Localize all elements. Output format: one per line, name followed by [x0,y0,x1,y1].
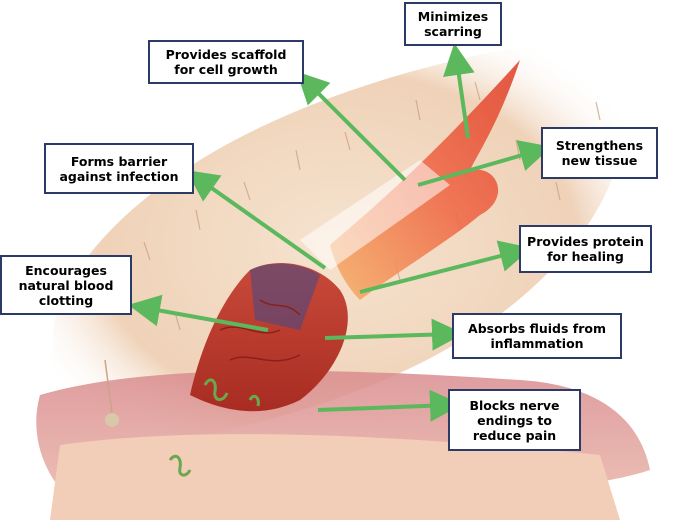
hair-follicle [105,413,119,427]
arrow-scaffold [296,71,407,182]
flesh-edge [250,263,320,330]
callout-minimizes-scarring: Minimizes scarring [404,2,502,46]
arrow-absorbs [324,318,464,351]
callout-absorbs: Absorbs fluids from inflammation [452,313,622,359]
arrow-clotting [128,294,269,332]
arrow-barrier [186,170,327,270]
callout-barrier: Forms barrier against infection [44,143,194,194]
nerve-fibers [168,378,260,477]
callout-scaffold: Provides scaffold for cell growth [148,40,304,84]
arrow-protein [359,240,532,294]
dermis-layer [50,434,620,520]
arrow-minimizes-scarring [443,43,475,139]
dressing-strip [300,160,450,270]
callout-nerve: Blocks nerve endings to reduce pain [448,389,581,451]
arrow-nerve [317,389,462,422]
blood-vessels [219,299,301,362]
connector-arrows [128,43,552,422]
callout-clotting: Encourages natural blood clotting [0,255,132,315]
arrow-strengthens [417,140,552,187]
callout-strengthens: Strengthens new tissue [541,127,658,179]
callout-protein: Provides protein for healing [519,225,652,273]
